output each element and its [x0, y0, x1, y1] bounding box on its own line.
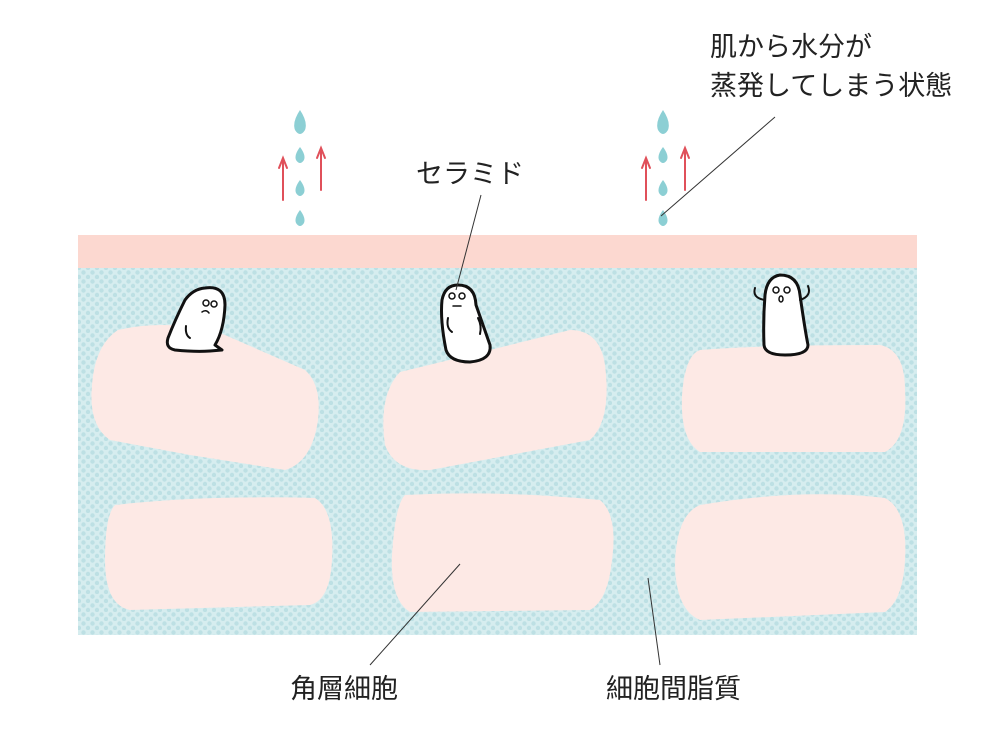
ceramide-label: セラミド — [416, 159, 524, 190]
ceramide-character-surprised — [753, 273, 810, 357]
leader-lines — [369, 116, 776, 666]
corneocyte-cell — [681, 345, 906, 452]
evaporation-arrows — [278, 145, 690, 201]
skin-surface-band — [78, 235, 917, 268]
water-drop-icon — [658, 210, 668, 226]
corneocyte-cell — [675, 494, 906, 620]
leader-line-evaporation — [660, 116, 776, 217]
water-drop-icon — [295, 180, 305, 196]
corneocyte-cell — [383, 330, 607, 471]
corneocyte-cell — [91, 325, 319, 470]
water-drop-icon — [294, 110, 306, 134]
ceramide-character-sitting — [165, 286, 227, 353]
water-drops-left — [294, 110, 306, 226]
arrow-up-icon — [278, 155, 288, 201]
water-drop-icon — [658, 180, 668, 196]
corneocyte-label: 角層細胞 — [290, 674, 398, 705]
water-drops-right — [657, 110, 669, 226]
evaporation-label-line1: 肌から水分が — [710, 32, 872, 63]
leader-line-intercellular-lipid — [647, 577, 661, 666]
arrow-up-icon — [680, 145, 690, 191]
ceramide-character-standing — [440, 283, 492, 364]
arrow-up-icon — [641, 155, 651, 201]
intercellular-lipid-label: 細胞間脂質 — [606, 674, 741, 705]
water-drop-icon — [295, 210, 305, 226]
leader-line-corneocyte — [369, 563, 461, 666]
evaporation-label-line2: 蒸発してしまう状態 — [710, 71, 953, 103]
corneocyte-cell — [391, 493, 614, 612]
water-drop-icon — [657, 110, 669, 134]
corneocyte-cells — [91, 325, 906, 620]
water-drop-icon — [295, 147, 305, 163]
leader-line-ceramide — [455, 194, 482, 291]
evaporation-label: 肌から水分が 蒸発してしまう状態 — [710, 28, 952, 106]
water-drop-icon — [658, 147, 668, 163]
arrow-up-icon — [316, 145, 326, 191]
corneocyte-cell — [105, 497, 333, 610]
